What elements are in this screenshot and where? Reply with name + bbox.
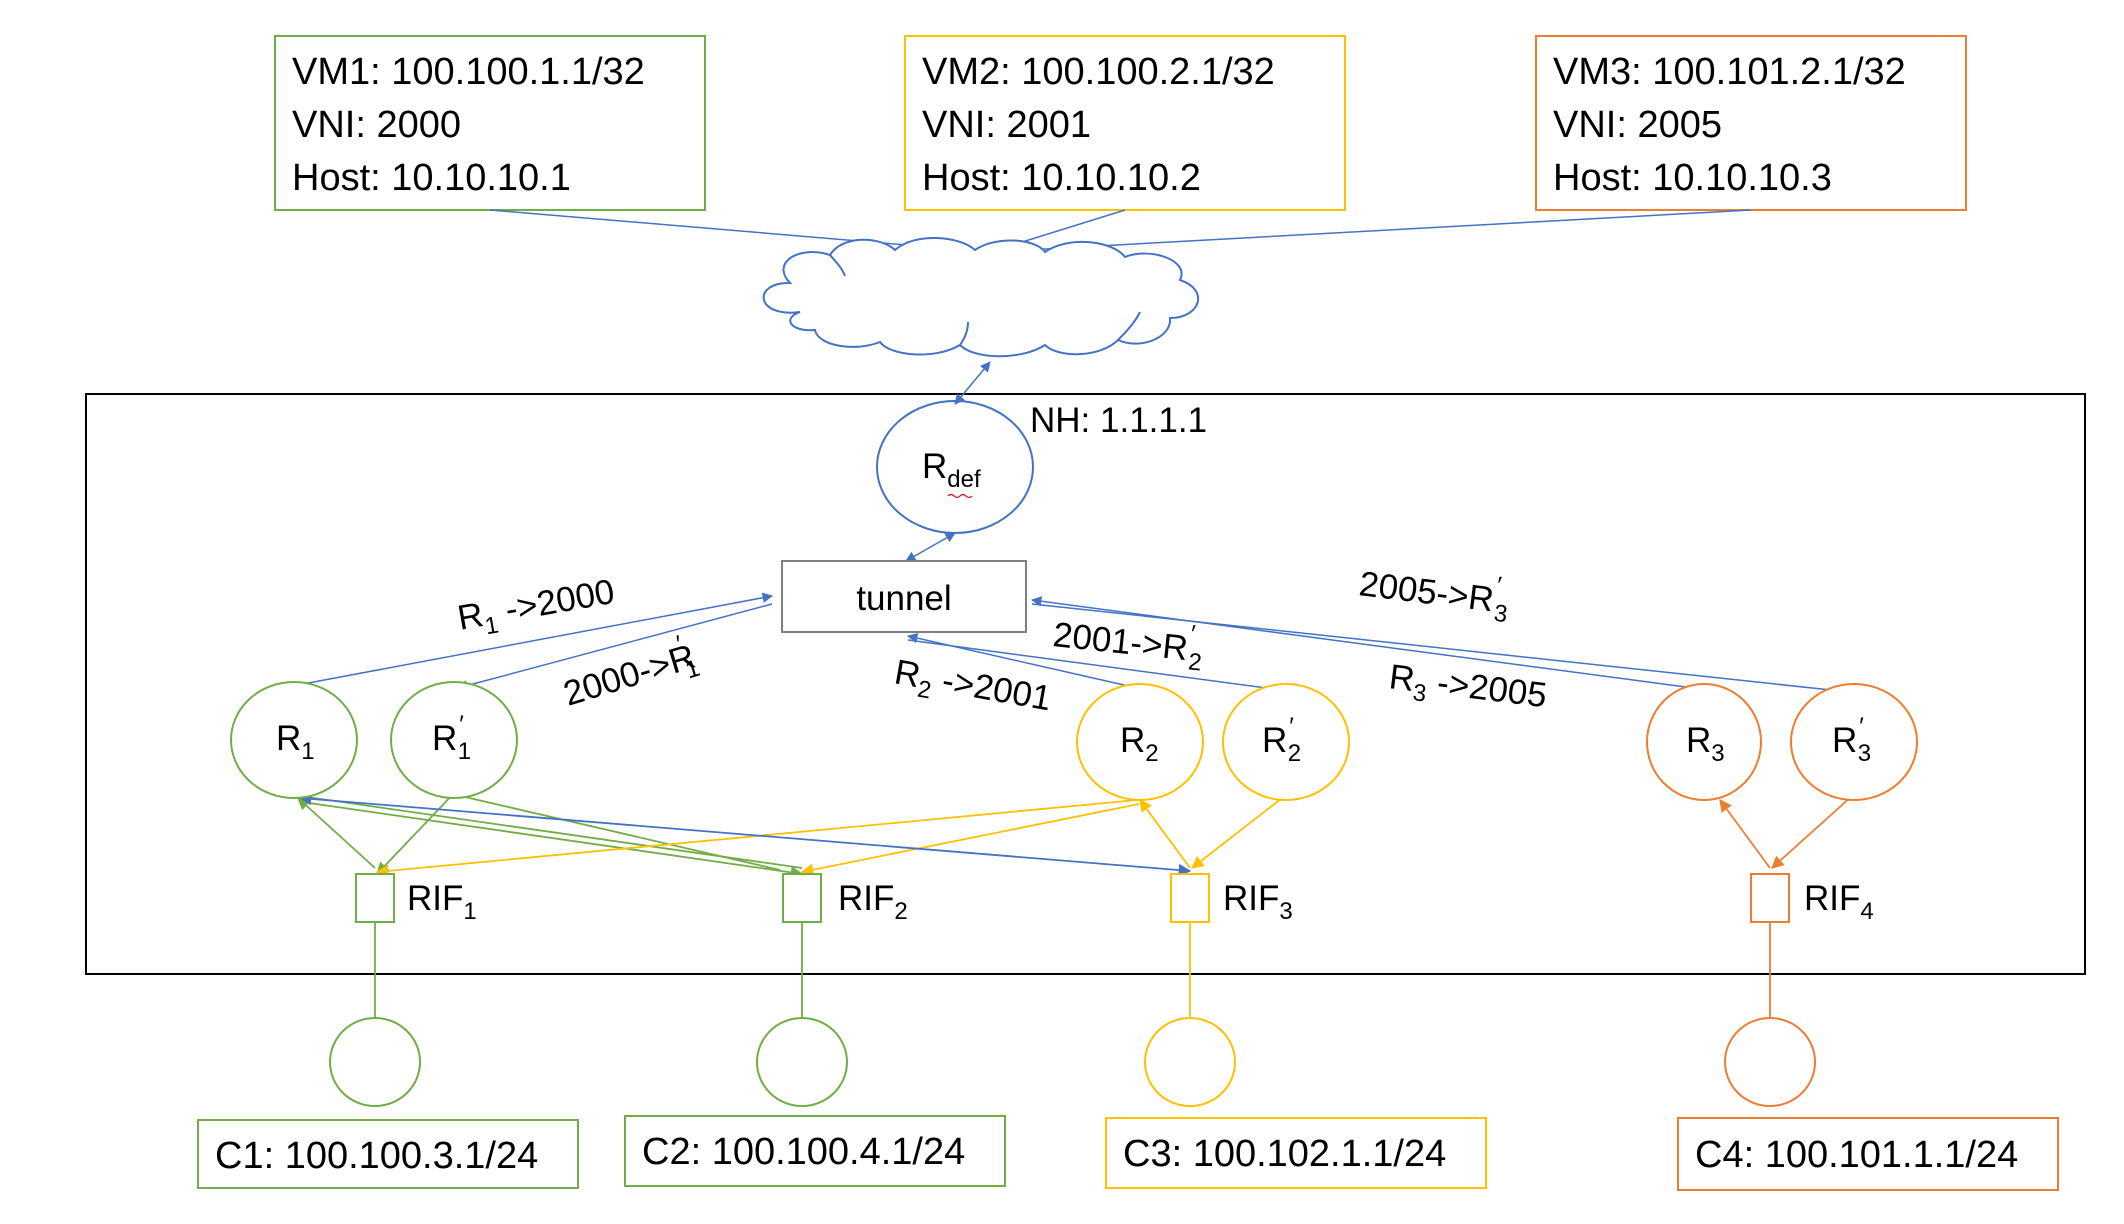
svg-text:R′3: R′3 (1832, 713, 1871, 767)
router-r2-prime-label: R (1262, 721, 1287, 760)
vm3-address: VM3: 100.101.2.1/32 (1553, 51, 1906, 93)
tunnel-links (302, 592, 1870, 699)
client-c1: C1: 100.100.3.1/24 (197, 1017, 579, 1189)
router-r1-prime-label: R (432, 719, 457, 758)
router-r1-prime: R′1 (390, 681, 518, 799)
mapping-r3-vni: R3 ->2005 (1386, 657, 1549, 722)
rif-1-label: RIF (407, 879, 463, 918)
vm3-vni: VNI: 2005 (1553, 104, 1722, 146)
router-r2-prime: R′2 (1222, 683, 1350, 801)
switch-container (85, 393, 2086, 975)
vm-cloud-links (489, 209, 1752, 253)
vm2-vni: VNI: 2001 (922, 104, 1091, 146)
vm3-host: Host: 10.10.10.3 (1553, 157, 1832, 199)
rif-client-links (374, 922, 1771, 1018)
vm3-box: VM3: 100.101.2.1/32 VNI: 2005 Host: 10.1… (1535, 35, 1967, 211)
cloud-icon (762, 237, 1200, 358)
router-r2-label: R (1120, 721, 1145, 760)
mapping-vni-r2prime: 2001->R2′ (1050, 606, 1206, 676)
router-r3-prime: R′3 (1790, 683, 1918, 801)
tunnel-label: tunnel (856, 579, 951, 618)
vm2-host: Host: 10.10.10.2 (922, 157, 1201, 199)
router-r3-prime-label: R (1832, 721, 1857, 760)
svg-text:R′2: R′2 (1262, 713, 1301, 767)
router-rif-links (297, 789, 1853, 879)
router-r1-label: R (276, 719, 301, 758)
svg-text:R3: R3 (1686, 721, 1725, 767)
rif-4: RIF4 (1750, 873, 1874, 925)
rif-3-label: RIF (1223, 879, 1279, 918)
rdef-subscript: def (947, 466, 981, 493)
mapping-vni-r3prime: 2005->R3′ (1356, 555, 1512, 628)
client-c1-label: C1: 100.100.3.1/24 (215, 1135, 538, 1177)
client-c2-label: C2: 100.100.4.1/24 (642, 1131, 965, 1173)
svg-text:R2: R2 (1120, 721, 1159, 767)
vm1-address: VM1: 100.100.1.1/32 (292, 51, 645, 93)
mapping-r1-vni: R1 ->2000 (455, 572, 619, 645)
vm1-vni: VNI: 2000 (292, 104, 461, 146)
rif-2: RIF2 (782, 873, 908, 925)
svg-text:RIF1: RIF1 (407, 879, 477, 925)
rif-1: RIF1 (355, 873, 477, 925)
svg-text:RIF2: RIF2 (838, 879, 908, 925)
tunnel-box: tunnel (781, 560, 1027, 633)
client-c4-label: C4: 100.101.1.1/24 (1695, 1134, 2018, 1176)
vm1-host: Host: 10.10.10.1 (292, 157, 571, 199)
router-r2: R2 (1076, 683, 1204, 801)
rdef-tunnel-link (905, 532, 956, 562)
client-c4: C4: 100.101.1.1/24 (1677, 1017, 2059, 1191)
client-c2: C2: 100.100.4.1/24 (624, 1017, 1006, 1187)
vm1-box: VM1: 100.100.1.1/32 VNI: 2000 Host: 10.1… (274, 35, 706, 211)
router-r3: R3 (1646, 683, 1762, 801)
client-c3: C3: 100.102.1.1/24 (1105, 1017, 1487, 1189)
nh-label: NH: 1.1.1.1 (1030, 401, 1207, 440)
svg-text:RIF4: RIF4 (1804, 879, 1874, 925)
svg-text:RIF3: RIF3 (1223, 879, 1293, 925)
client-c3-label: C3: 100.102.1.1/24 (1123, 1133, 1446, 1175)
svg-text:Rdef: Rdef (922, 447, 981, 493)
rdef-node: Rdef (876, 400, 1034, 534)
router-r3-label: R (1686, 721, 1711, 760)
rif-4-label: RIF (1804, 879, 1860, 918)
router-r1: R1 (230, 681, 358, 799)
svg-text:R1: R1 (276, 719, 315, 765)
vm2-box: VM2: 100.100.2.1/32 VNI: 2001 Host: 10.1… (904, 35, 1346, 211)
cloud-rdef-link (954, 361, 991, 405)
rdef-label: R (922, 447, 947, 486)
rif-2-label: RIF (838, 879, 894, 918)
vm2-address: VM2: 100.100.2.1/32 (922, 51, 1275, 93)
rif-3: RIF3 (1170, 873, 1293, 925)
svg-text:R′1: R′1 (432, 711, 471, 765)
